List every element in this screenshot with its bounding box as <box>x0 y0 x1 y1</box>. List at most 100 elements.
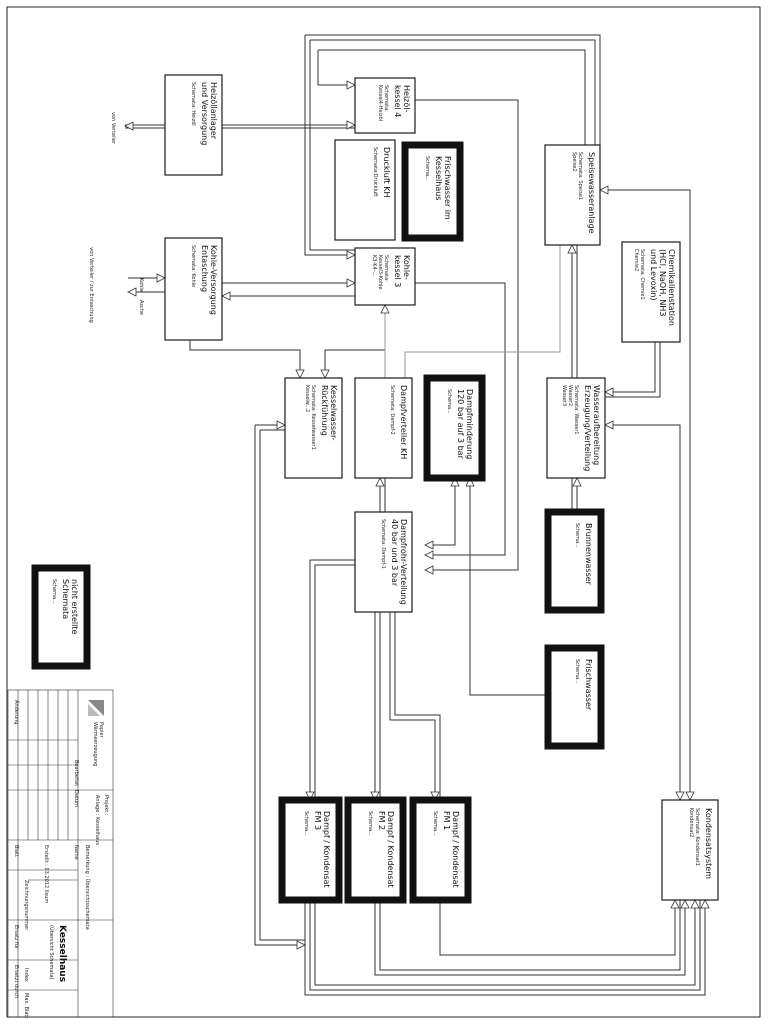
box-outline <box>354 511 413 613</box>
box-title-line: Rückführung <box>320 385 329 436</box>
box-subtitle-line: Schemata: Dampf-1 <box>380 519 386 569</box>
box-subtitle-line: Schema... <box>367 811 373 836</box>
erstellt-label: Erstellt : 03.2012 Ilsum <box>43 845 49 903</box>
box-outline <box>354 77 416 134</box>
projekt-label: Projekt : <box>103 795 109 816</box>
asche-label: Asche <box>138 300 144 315</box>
flow-arrows <box>124 80 710 950</box>
main-title: Kesselhaus <box>57 925 67 982</box>
box-title-line: Frischwasser <box>584 659 593 711</box>
schema-box-kohlekessel3[interactable]: Kohle-kessel 3Schemata:Kessel3-KohleK3-K… <box>354 247 416 306</box>
box-subtitle-line: Schemata: Kohle <box>190 245 196 287</box>
box-outline <box>278 796 343 904</box>
box-subtitle-line: Schema... <box>432 811 438 836</box>
box-title-line: Brunnenwasser <box>584 523 593 586</box>
blatt-label: Blatt <box>13 845 19 857</box>
box-subtitle-line: Wasser2 <box>567 385 573 406</box>
box-subtitle-line: Kesselw...2 <box>304 385 310 412</box>
box-title-line: Kohle- <box>402 255 411 280</box>
box-title-line: Kesselwasser- <box>329 385 338 441</box>
schema-box-frischwasser-kh[interactable]: Frischwasser imKesselhausSchema... <box>401 141 464 242</box>
box-subtitle-line: Schemata: <box>383 85 389 112</box>
box-outline <box>661 799 719 901</box>
von-verteiler-entaschung-label: von Verteiler / zur Entaschung <box>88 247 94 323</box>
company-logo-icon <box>88 700 104 716</box>
schema-box-druckluft[interactable]: Druckluft KH Schemata:Druckluft <box>334 139 396 241</box>
zeichnung-label: Zeichnungsnummer <box>23 880 29 931</box>
box-subtitle-line: Kessel3-Kohle <box>377 255 383 290</box>
box-outline <box>164 74 223 176</box>
box-title-line: kessel 4 <box>393 85 402 117</box>
box-subtitle-line: Schemata: Heizöl <box>190 82 196 126</box>
box-outline <box>284 377 343 479</box>
von-verteiler-label: von Verteiler <box>110 112 116 145</box>
box-title-line: Dampfminderung <box>465 389 474 459</box>
box-title-line: Frischwasser im <box>443 156 452 220</box>
box-subtitle-line: K3-K4-... <box>371 255 377 277</box>
box-title-line: FM 1 <box>442 811 451 830</box>
ersatz-label: Ersatz für <box>13 925 19 950</box>
box-title-line: Chemikalienstation <box>667 249 676 326</box>
box-title-line: 40 bar und 3 bar <box>390 519 399 587</box>
schema-box-wasseraufbereitung[interactable]: WasseraufbereitungErzeugung/VerteilungSc… <box>546 377 606 479</box>
external-labels: von Verteiler Kohle Asche von Verteiler … <box>88 112 144 323</box>
box-title-line: Druckluft KH <box>382 147 391 197</box>
box-outline <box>544 144 601 246</box>
box-outline <box>409 796 472 904</box>
box-outline <box>423 374 486 482</box>
ersetzt-label: Ersetzt durch <box>13 965 19 998</box>
index-label: Index <box>23 968 29 982</box>
box-subtitle-line: Schemata: Wasser1 <box>573 385 579 435</box>
box-outline <box>546 377 606 479</box>
box-title-line: (HCl, NaOH, NH3 <box>658 249 667 316</box>
datum-label: Datum <box>73 790 79 807</box>
box-subtitle-line: Schemata: Chemie1 <box>639 249 645 300</box>
box-subtitle-line: Schemata: Kesselwasser1 <box>310 385 316 450</box>
box-title-line: Dampf / Kondensat <box>451 811 460 888</box>
box-subtitle-line: Kessel4-Heizöl <box>377 85 383 121</box>
company-name: Wärmeerzeugung <box>92 722 98 766</box>
box-subtitle-line: Speise2 <box>571 152 577 172</box>
box-outline <box>621 241 681 343</box>
box-title-line: Wasseraufbereitung <box>592 385 601 465</box>
box-outline <box>334 139 396 241</box>
box-subtitle-line: Kondensat2 <box>688 808 694 838</box>
box-subtitle-line: Schemata: <box>383 255 389 282</box>
box-outline <box>164 237 223 341</box>
main-subtitle: (Übersicht Schemata) <box>48 925 55 980</box>
schema-box-nicht-erstellte[interactable]: nicht erstellteSchemataSchema... <box>31 564 91 670</box>
box-outline <box>354 247 416 306</box>
schema-box-brunnenwasser[interactable]: BrunnenwasserSchema... <box>544 508 605 614</box>
box-title-line: und Levoxin) <box>649 249 658 301</box>
box-title-line: Kohle-Versorgung <box>209 245 218 315</box>
name-label: Name <box>73 845 79 860</box>
box-subtitle-line: Schemata: Kondensat1 <box>694 808 700 866</box>
kohle-label: Kohle <box>138 278 144 292</box>
box-title-line: Dampfrohr-Verteilung <box>399 519 408 605</box>
box-title-line: Dampf / Kondensat <box>386 811 395 888</box>
box-title-line: Kondensatsystem <box>704 808 713 879</box>
schema-box-kesselwasser[interactable]: Kesselwasser-Rückführung Schemata: Kessel… <box>284 377 343 479</box>
box-subtitle-line: Schema... <box>446 389 452 414</box>
box-subtitle-line: Schema... <box>424 156 430 181</box>
schema-box-frischwasser[interactable]: FrischwasserSchema... <box>544 644 605 750</box>
box-title-line: Schemata <box>61 579 70 619</box>
box-title-line: Dampf / Kondensat <box>322 811 331 888</box>
box-subtitle-line: Schemata:Druckluft <box>372 147 378 197</box>
schema-box-kondensat[interactable]: Kondensatsystem Schemata: Kondensat1Konde… <box>661 799 719 901</box>
bemerkung-label: Bemerkung : Übersichtsschemata <box>84 845 91 930</box>
box-title-line: Speisewasseranlage <box>587 152 596 234</box>
maxbl-label: Max. Blatt <box>23 993 29 1018</box>
